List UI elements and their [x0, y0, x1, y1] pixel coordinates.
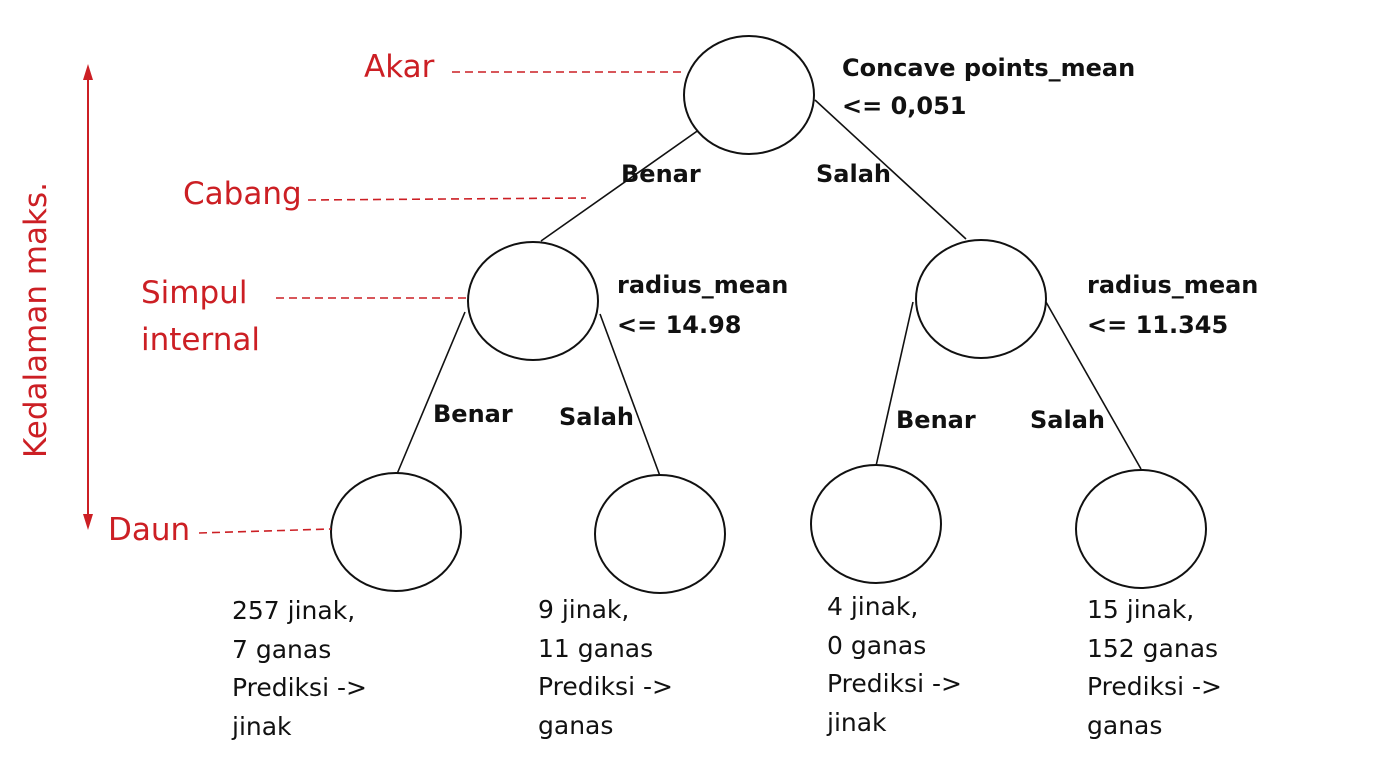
left-node-condition-line2: <= 14.98	[617, 311, 742, 339]
leaf-1-line1: 257 jinak,	[232, 596, 356, 625]
leaf-node-4	[1075, 469, 1207, 589]
leaf-text-3: 4 jinak, 0 ganas Prediksi -> jinak	[827, 588, 962, 742]
right-node-condition-line2: <= 11.345	[1087, 311, 1229, 339]
leaf-text-2: 9 jinak, 11 ganas Prediksi -> ganas	[538, 591, 673, 745]
depth-arrow-head-top	[83, 64, 93, 80]
edge-left-right	[599, 313, 661, 477]
root-condition-line2: <= 0,051	[842, 92, 967, 120]
edge-label-left-left: Benar	[433, 400, 513, 428]
leaf-3-line1: 4 jinak,	[827, 592, 919, 621]
leaf-2-line1: 9 jinak,	[538, 595, 630, 624]
edge-label-root-right: Salah	[816, 160, 891, 188]
leaf-4-line4: ganas	[1087, 710, 1163, 740]
left-node-condition-line1: radius_mean	[617, 271, 789, 299]
root-node	[683, 35, 815, 155]
edge-label-root-left: Benar	[621, 160, 701, 188]
annotation-internal-node-line2: internal	[141, 322, 260, 358]
leaf-4-line2: 152 ganas	[1087, 633, 1219, 663]
leaf-4-line3: Prediksi ->	[1087, 672, 1222, 701]
internal-node-left	[467, 241, 599, 361]
annotation-max-depth: Kedalaman maks.	[18, 182, 54, 458]
leaf-3-line4: jinak	[827, 707, 887, 737]
edge-root-right	[814, 99, 967, 240]
leaf-2-line2: 11 ganas	[538, 633, 654, 663]
annotation-internal-node-line1: Simpul	[141, 275, 248, 311]
leaf-node-3	[810, 464, 942, 584]
root-condition-line1: Concave points_mean	[842, 54, 1136, 82]
leaf-2-line3: Prediksi ->	[538, 672, 673, 701]
edge-left-left	[396, 311, 466, 475]
edge-label-right-right: Salah	[1030, 406, 1105, 434]
leader-cabang	[307, 197, 587, 201]
right-node-condition-line1: radius_mean	[1087, 271, 1259, 299]
edge-root-left	[540, 126, 704, 242]
edge-label-right-left: Benar	[896, 406, 976, 434]
leaf-node-2	[594, 474, 726, 594]
leaf-text-1: 257 jinak, 7 ganas Prediksi -> jinak	[232, 592, 367, 746]
leaf-node-1	[330, 472, 462, 592]
leaf-1-line4: jinak	[232, 711, 292, 741]
edge-right-right	[1045, 301, 1142, 470]
annotation-root: Akar	[364, 49, 435, 85]
depth-arrow-head-bottom	[83, 514, 93, 530]
leaf-2-line4: ganas	[538, 710, 614, 740]
annotation-leaf: Daun	[108, 512, 191, 548]
annotation-branch: Cabang	[183, 176, 302, 212]
edge-right-left	[875, 301, 914, 467]
edge-label-left-right: Salah	[559, 403, 634, 431]
leaf-3-line2: 0 ganas	[827, 630, 927, 660]
leaf-4-line1: 15 jinak,	[1087, 595, 1195, 624]
leaf-text-4: 15 jinak, 152 ganas Prediksi -> ganas	[1087, 591, 1222, 745]
leaf-1-line2: 7 ganas	[232, 634, 332, 664]
leaf-1-line3: Prediksi ->	[232, 673, 367, 702]
leader-daun	[198, 528, 332, 534]
leaf-3-line3: Prediksi ->	[827, 669, 962, 698]
internal-node-right	[915, 239, 1047, 359]
